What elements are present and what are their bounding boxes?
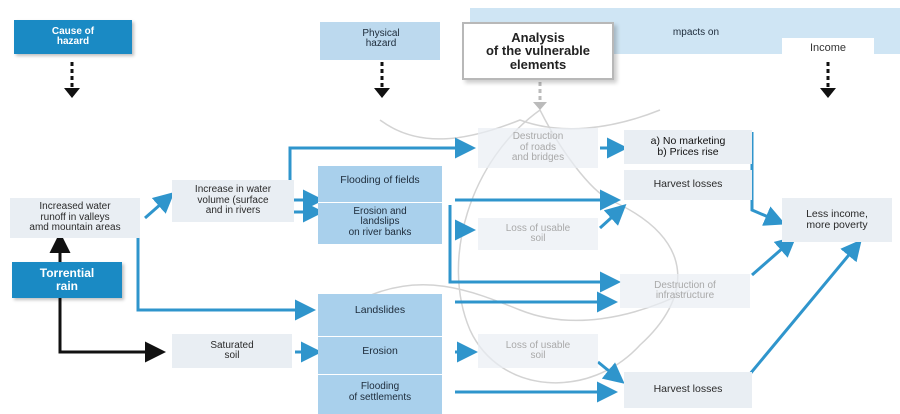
- node-harvest-losses-2: Harvest losses: [624, 372, 752, 408]
- header-analysis: Analysis of the vulnerable elements: [462, 22, 614, 80]
- node-destruction-roads-bridges: Destruction of roads and bridges: [478, 128, 598, 168]
- node-loss-usable-soil-2: Loss of usable soil: [478, 334, 598, 368]
- node-erosion: Erosion: [318, 336, 442, 366]
- node-destruction-infrastructure: Destruction of infrastructure: [620, 274, 750, 308]
- node-harvest-losses-1: Harvest losses: [624, 170, 752, 200]
- header-income: Income: [782, 38, 874, 60]
- physical-hazard-group-top: [318, 166, 442, 244]
- node-less-income-more-poverty: Less income, more poverty: [782, 198, 892, 242]
- node-increase-water-volume: Increase in water volume (surface and in…: [172, 180, 294, 222]
- node-saturated-soil: Saturated soil: [172, 334, 292, 368]
- header-dashed-arrows: [70, 62, 830, 90]
- header-physical-hazard: Physical hazard: [322, 22, 440, 56]
- node-loss-usable-soil-1: Loss of usable soil: [478, 218, 598, 250]
- physical-hazard-group-bottom: [318, 294, 442, 414]
- node-increased-runoff: Increased water runoff in valleys amd mo…: [10, 198, 140, 238]
- node-torrential-rain: Torrential rain: [12, 262, 122, 298]
- node-erosion-landslips: Erosion and landslips on river banks: [318, 202, 442, 242]
- header-impacts: mpacts on: [672, 26, 720, 38]
- node-no-marketing-prices-rise: a) No marketing b) Prices rise: [624, 130, 752, 164]
- node-flooding-of-settlements: Flooding of settlements: [318, 374, 442, 410]
- header-cause-of-hazard: Cause of hazard: [14, 20, 132, 54]
- node-landslides: Landslides: [354, 304, 406, 317]
- node-flooding-of-fields: Flooding of fields: [340, 174, 420, 187]
